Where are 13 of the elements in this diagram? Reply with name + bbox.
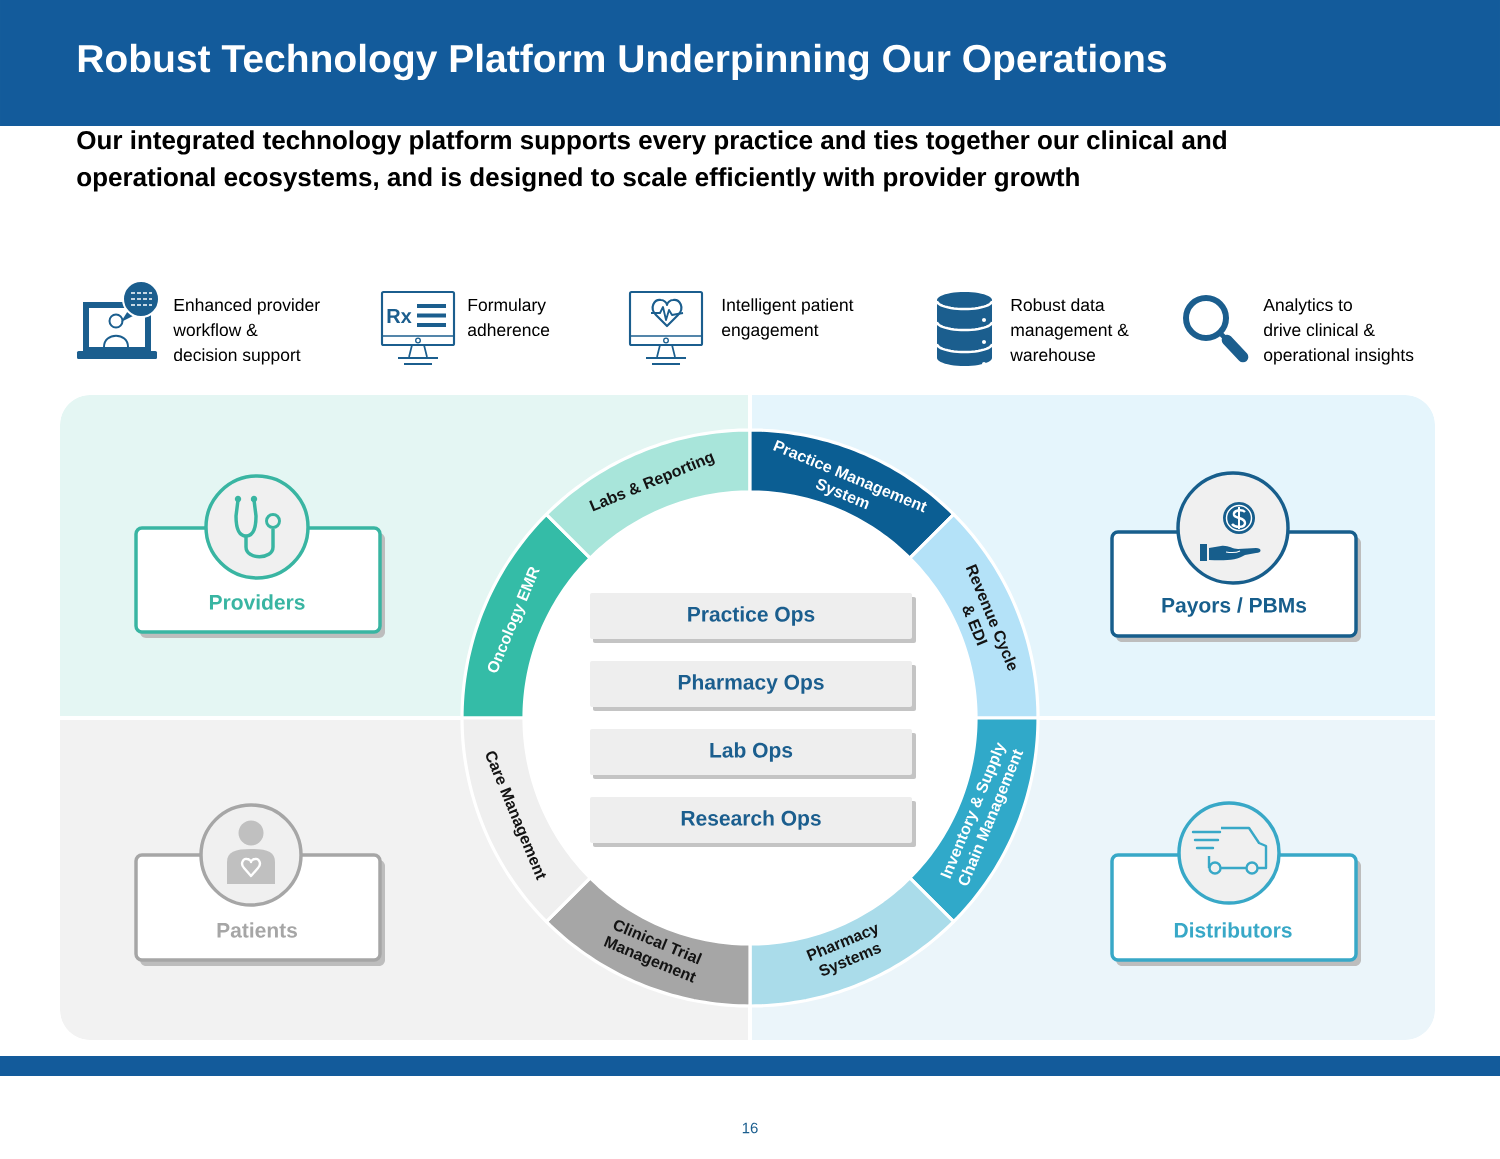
feature-label: Formulary adherence: [468, 298, 550, 337]
feature-label: Enhanced provider workflow & decision support: [173, 298, 320, 365]
title: Robust Technology Platform Underpinning Our Operations: [78, 43, 1166, 81]
feature-label: Intelligent patient engagement: [722, 298, 854, 340]
process-box: Practice Ops: [590, 593, 916, 643]
page-number: 16: [742, 1122, 758, 1134]
rx-symbol: Rx: [387, 309, 412, 323]
process-box: Research Ops: [590, 797, 916, 847]
feature-label: Robust data management & warehouse: [1010, 298, 1129, 362]
subtitle: Our integrated technology platform supports every practice and ties together our clinical and operational ecosystems, and is designed to scale efficiently with provider growth: [77, 130, 1226, 192]
process-box: Pharmacy Ops: [590, 661, 916, 711]
process-box: Lab Ops: [590, 729, 916, 779]
feature-label: Analytics to drive clinical & operational insights: [1263, 298, 1414, 365]
